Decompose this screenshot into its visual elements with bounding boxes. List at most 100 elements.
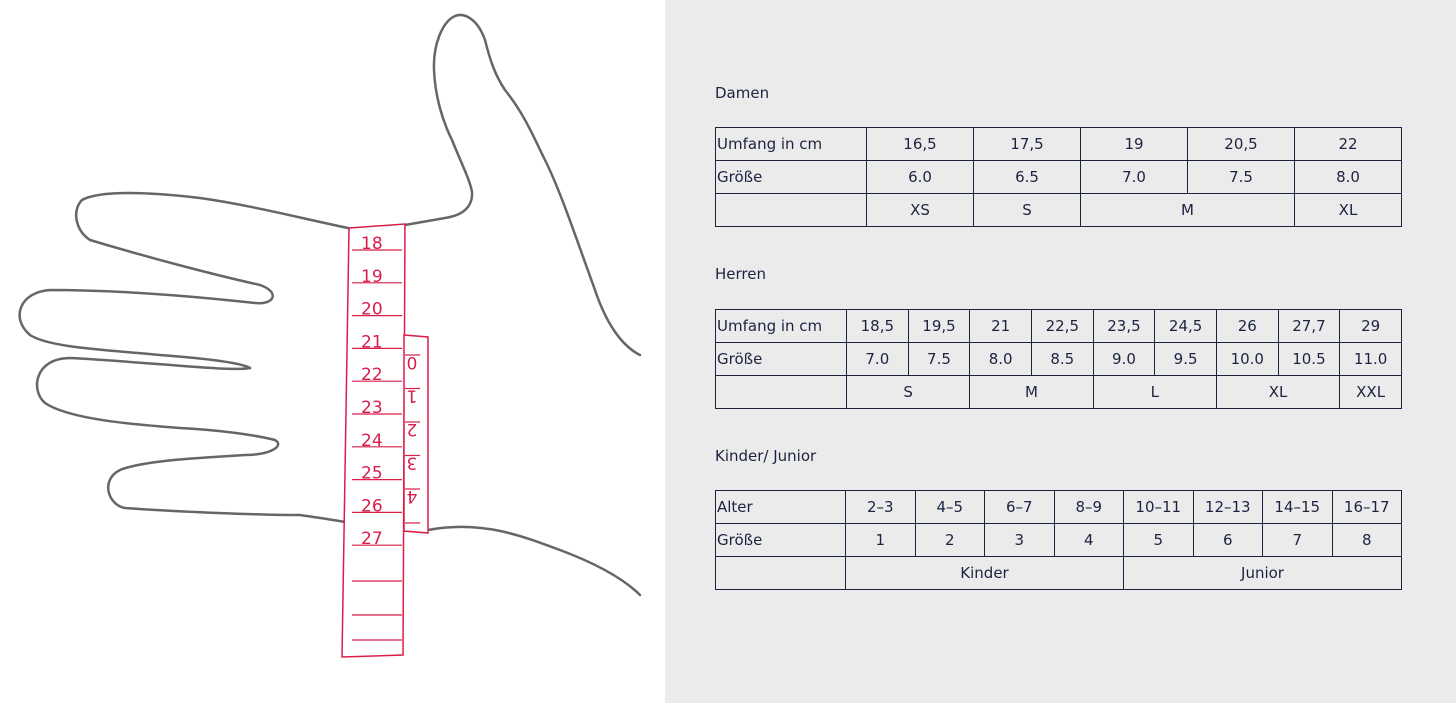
table-cell: 8.0 [1294, 160, 1402, 194]
table-cell: 7.5 [907, 342, 971, 376]
table-cell: M [1080, 193, 1295, 227]
table-cell: 29 [1339, 309, 1402, 343]
table-cell: 12–13 [1192, 490, 1263, 524]
kinder-table: Alter 2–3 4–5 6–7 8–9 10–11 12–13 14–15 … [715, 490, 1402, 590]
tape-number: 27 [361, 529, 383, 549]
finger-outline-lower [35, 356, 347, 524]
small-tape-number: 2 [407, 419, 418, 439]
table-cell: 16,5 [866, 127, 974, 161]
damen-table: Umfang in cm 16,5 17,5 19 20,5 22 Größe … [715, 127, 1402, 227]
table-cell: 1 [845, 523, 916, 557]
tape-number: 19 [361, 267, 383, 287]
table-cell: XL [1294, 193, 1402, 227]
table-row: XS S M XL [715, 193, 1402, 227]
table-cell: 6.5 [973, 160, 1081, 194]
row-label: Größe [715, 160, 867, 194]
table-cell: 10.0 [1215, 342, 1279, 376]
table-row: Kinder Junior [715, 556, 1402, 590]
table-cell: 9.5 [1154, 342, 1217, 376]
table-cell: 7.5 [1187, 160, 1295, 194]
tape-number: 18 [361, 234, 383, 254]
table-cell: 26 [1215, 309, 1279, 343]
table-cell: 23,5 [1092, 309, 1156, 343]
table-cell: Junior [1123, 556, 1402, 590]
table-cell: XXL [1339, 375, 1402, 409]
kinder-title: Kinder/ Junior [715, 447, 817, 465]
table-cell: 6 [1192, 523, 1263, 557]
table-cell: 24,5 [1154, 309, 1217, 343]
table-cell: 10.5 [1277, 342, 1341, 376]
table-cell: 8–9 [1053, 490, 1124, 524]
small-tape-number: 4 [407, 486, 418, 506]
empty-cell [715, 375, 847, 409]
table-cell: XL [1215, 375, 1341, 409]
row-label: Größe [715, 523, 846, 557]
table-row: Alter 2–3 4–5 6–7 8–9 10–11 12–13 14–15 … [715, 490, 1402, 524]
table-cell: 22 [1294, 127, 1402, 161]
tape-number: 21 [361, 332, 383, 352]
tape-number: 26 [361, 496, 383, 516]
table-cell: 9.0 [1092, 342, 1156, 376]
table-cell: 7.0 [846, 342, 909, 376]
small-tape-number: 1 [407, 386, 418, 406]
table-row: Größe 7.0 7.5 8.0 8.5 9.0 9.5 10.0 10.5 … [715, 342, 1402, 376]
table-cell: 5 [1123, 523, 1194, 557]
table-cell: 4–5 [914, 490, 985, 524]
table-cell: 18,5 [846, 309, 909, 343]
row-label: Umfang in cm [715, 309, 847, 343]
small-tape-number: 3 [407, 453, 418, 473]
table-cell: S [845, 375, 971, 409]
tape-number: 24 [361, 431, 383, 451]
table-cell: 6.0 [866, 160, 974, 194]
table-cell: 3 [984, 523, 1055, 557]
table-cell: 7 [1262, 523, 1333, 557]
finger-outline-upper [18, 191, 350, 370]
table-cell: 8.5 [1030, 342, 1094, 376]
table-cell: 11.0 [1339, 342, 1402, 376]
row-label: Größe [715, 342, 847, 376]
table-row: Umfang in cm 18,5 19,5 21 22,5 23,5 24,5… [715, 309, 1402, 343]
empty-cell [715, 556, 846, 590]
table-cell: 8.0 [969, 342, 1032, 376]
table-cell: S [973, 193, 1081, 227]
herren-title: Herren [715, 265, 766, 283]
table-cell: 19,5 [907, 309, 971, 343]
table-cell: 27,7 [1277, 309, 1341, 343]
table-row: Größe 1 2 3 4 5 6 7 8 [715, 523, 1402, 557]
table-cell: 17,5 [973, 127, 1081, 161]
tape-number: 25 [361, 464, 383, 484]
damen-title: Damen [715, 84, 770, 102]
table-cell: 20,5 [1187, 127, 1295, 161]
table-cell: 8 [1331, 523, 1402, 557]
table-row: Umfang in cm 16,5 17,5 19 20,5 22 [715, 127, 1402, 161]
table-cell: Kinder [845, 556, 1124, 590]
table-row: S M L XL XXL [715, 375, 1402, 409]
table-cell: 19 [1080, 127, 1188, 161]
table-cell: L [1092, 375, 1217, 409]
table-cell: 4 [1053, 523, 1124, 557]
herren-table: Umfang in cm 18,5 19,5 21 22,5 23,5 24,5… [715, 309, 1402, 409]
row-label: Alter [715, 490, 846, 524]
row-label: Umfang in cm [715, 127, 867, 161]
empty-cell [715, 193, 867, 227]
tape-number: 22 [361, 365, 383, 385]
table-cell: 22,5 [1030, 309, 1094, 343]
table-cell: XS [866, 193, 974, 227]
table-cell: 6–7 [984, 490, 1055, 524]
tape-number: 20 [361, 300, 383, 320]
thumb-outline [403, 13, 642, 357]
table-cell: 10–11 [1123, 490, 1194, 524]
table-cell: 14–15 [1262, 490, 1333, 524]
table-cell: 2–3 [845, 490, 916, 524]
size-chart-panel: Damen Umfang in cm 16,5 17,5 19 20,5 22 … [665, 0, 1456, 703]
table-cell: 21 [969, 309, 1032, 343]
table-cell: M [969, 375, 1094, 409]
wrist-outline [426, 525, 642, 597]
table-cell: 2 [914, 523, 985, 557]
table-cell: 7.0 [1080, 160, 1188, 194]
table-row: Größe 6.0 6.5 7.0 7.5 8.0 [715, 160, 1402, 194]
